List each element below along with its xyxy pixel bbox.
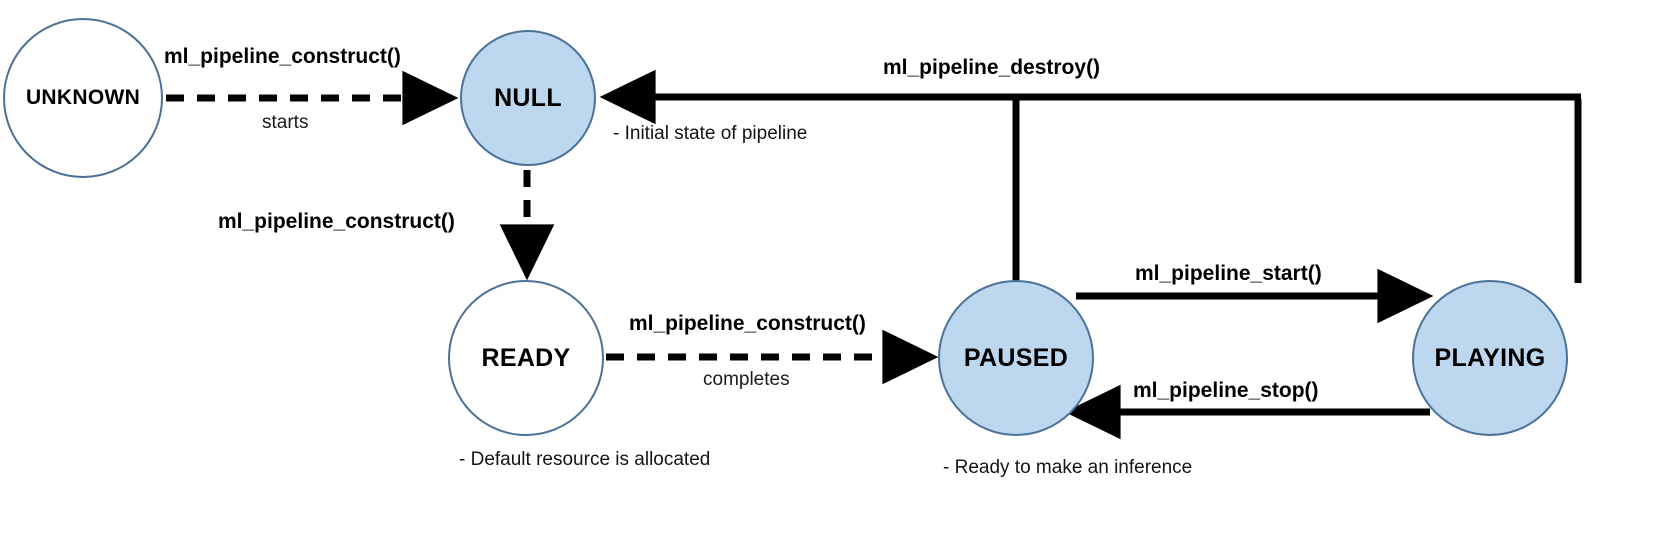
- note-paused: - Ready to make an inference: [943, 457, 1193, 478]
- edge-label-unknown-to-null: ml_pipeline_construct(): [164, 45, 401, 68]
- state-node-paused[interactable]: PAUSED: [938, 280, 1094, 436]
- note-ready: - Default resource is allocated: [459, 449, 711, 470]
- state-node-paused-label: PAUSED: [963, 343, 1069, 372]
- state-node-null[interactable]: NULL: [460, 30, 596, 166]
- state-node-unknown-label: UNKNOWN: [25, 86, 141, 109]
- state-node-ready[interactable]: READY: [448, 280, 604, 436]
- note-null: - Initial state of pipeline: [613, 123, 808, 144]
- edge-sublabel-unknown-to-null: starts: [262, 112, 309, 133]
- state-node-null-label: NULL: [494, 83, 562, 112]
- state-node-unknown[interactable]: UNKNOWN: [3, 18, 163, 178]
- edge-label-null-to-ready: ml_pipeline_construct(): [218, 210, 455, 233]
- state-node-playing-label: PLAYING: [1434, 343, 1546, 372]
- edge-label-paused-to-playing: ml_pipeline_start(): [1135, 262, 1322, 285]
- edge-sublabel-ready-to-paused: completes: [703, 369, 790, 390]
- state-node-ready-label: READY: [481, 343, 571, 372]
- edge-label-destroy-to-null: ml_pipeline_destroy(): [883, 56, 1101, 79]
- edge-label-ready-to-paused: ml_pipeline_construct(): [629, 312, 866, 335]
- state-node-playing[interactable]: PLAYING: [1412, 280, 1568, 436]
- edge-label-playing-to-paused: ml_pipeline_stop(): [1133, 379, 1319, 402]
